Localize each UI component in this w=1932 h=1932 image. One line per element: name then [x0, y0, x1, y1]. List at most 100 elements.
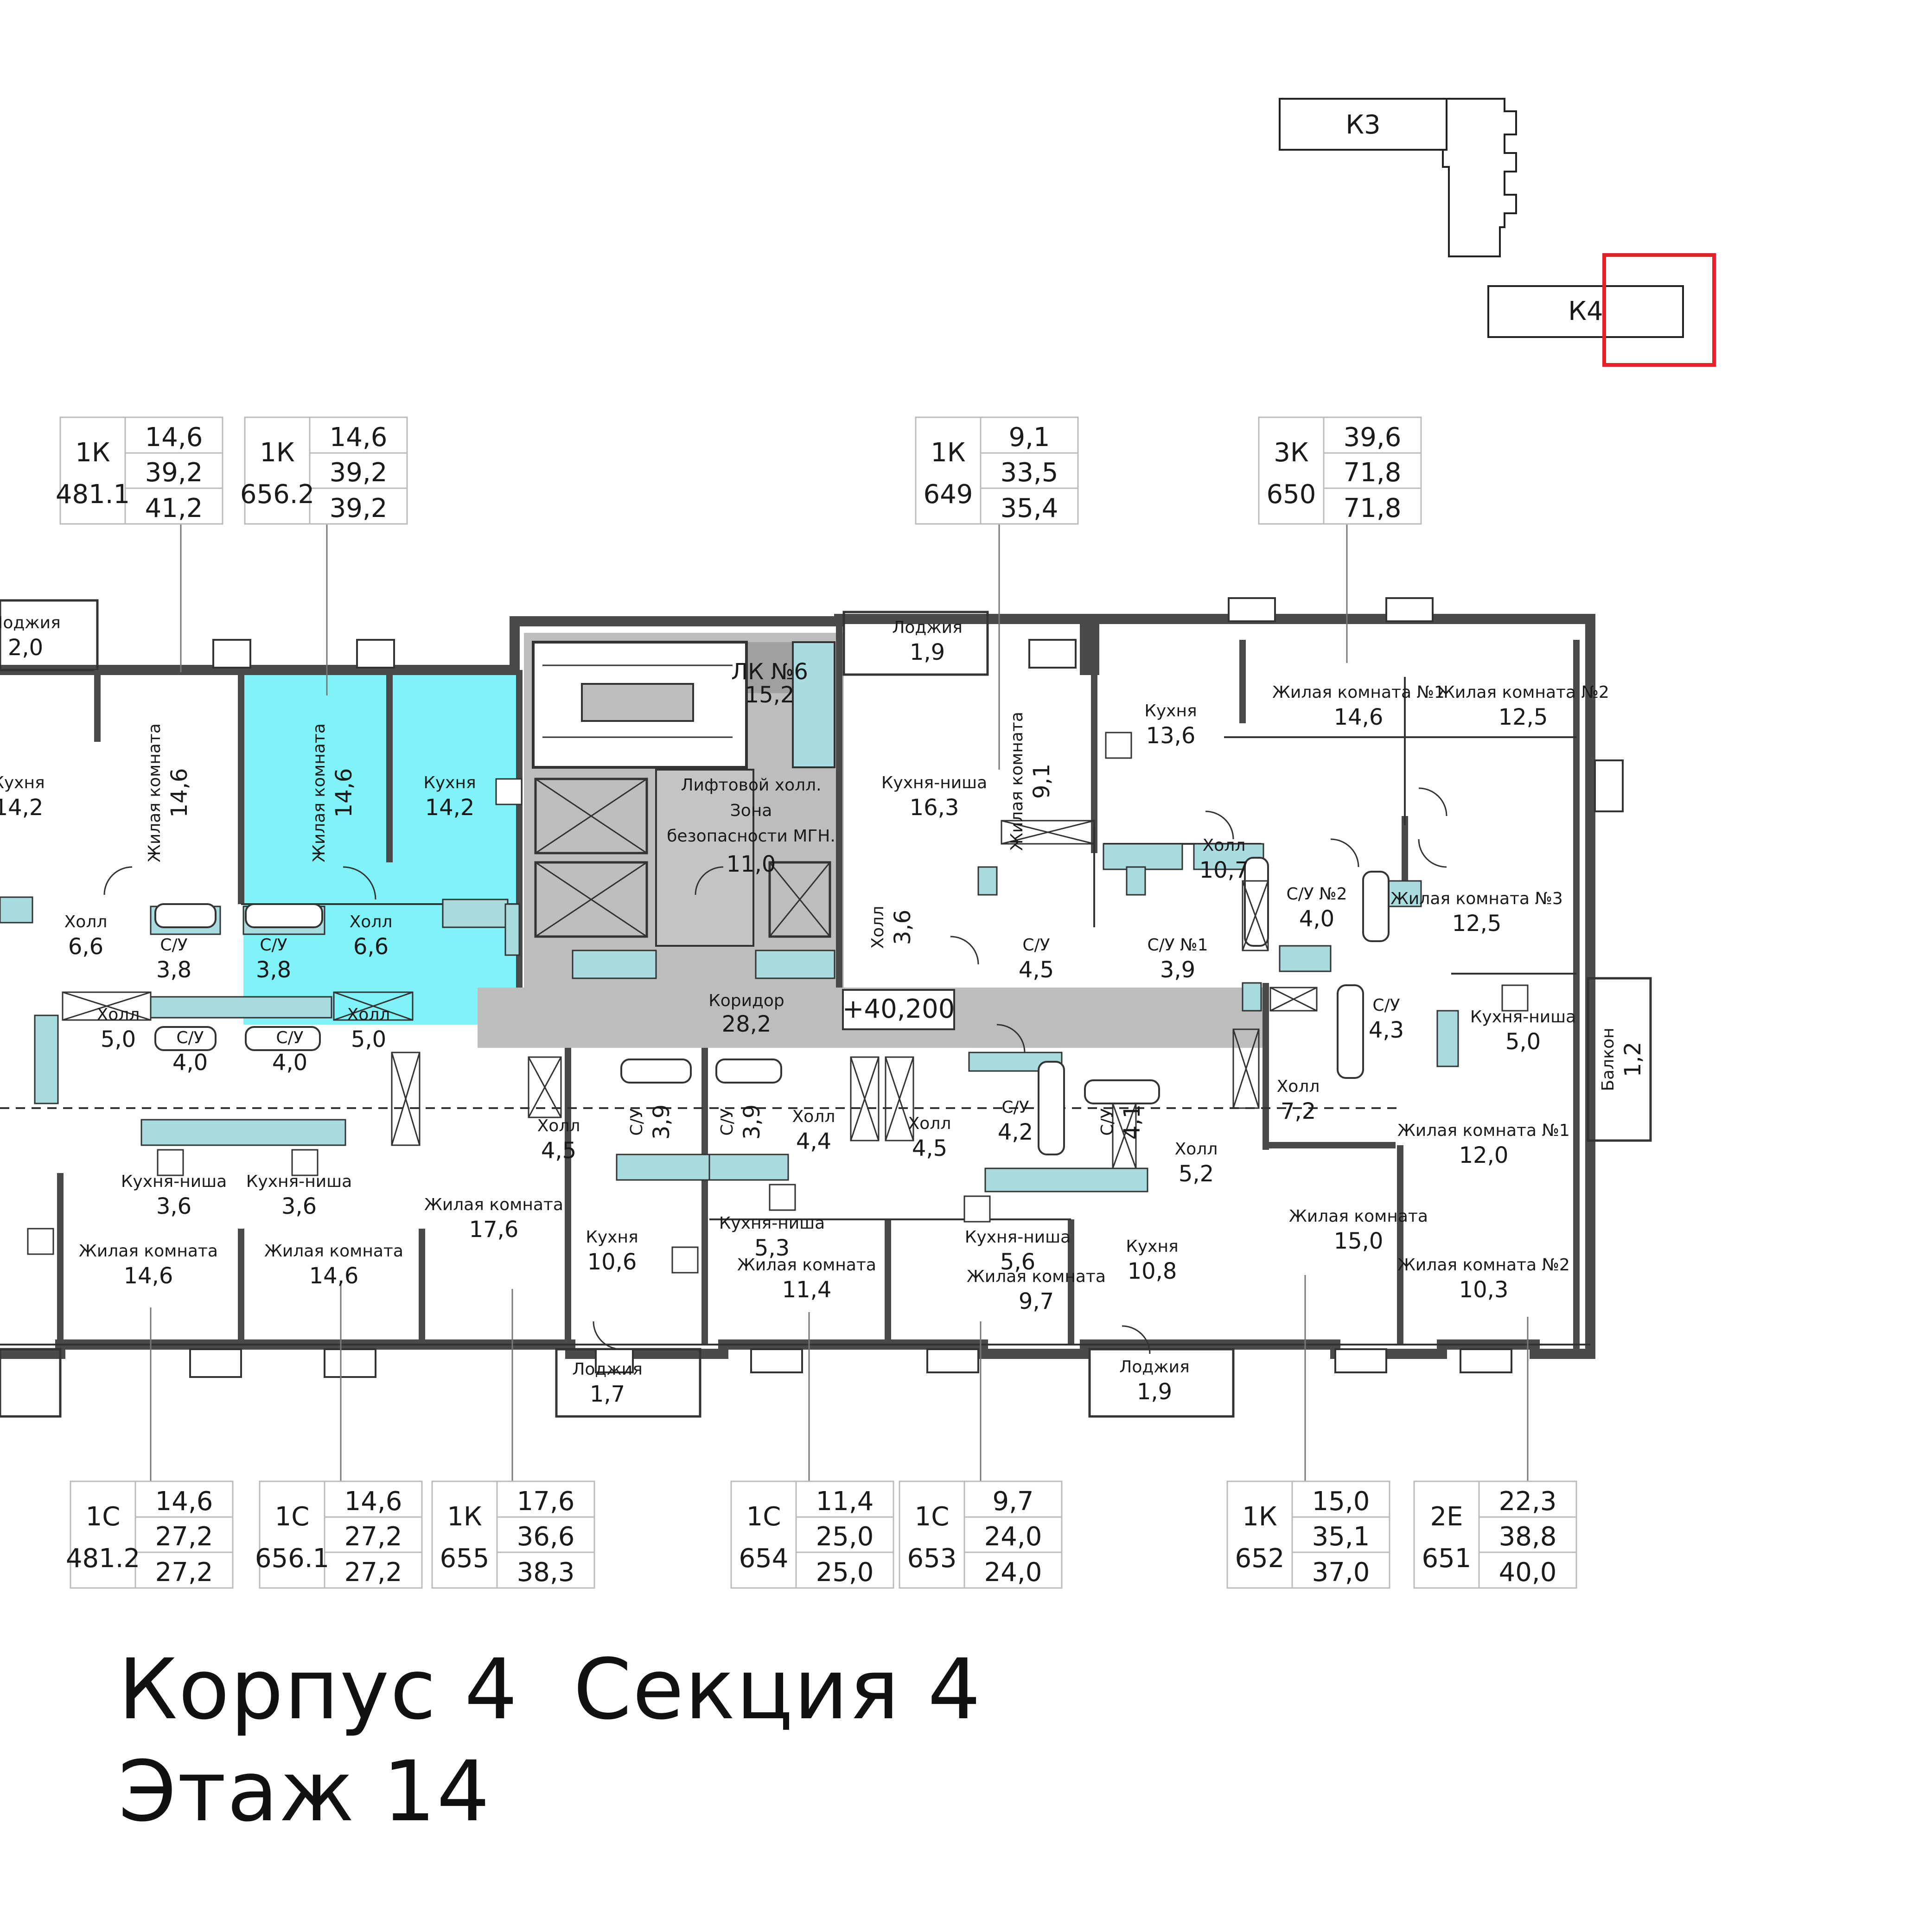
room-area: 14,6 — [309, 1263, 359, 1289]
room-name: Лоджия — [1119, 1358, 1189, 1377]
room-name: Балкон — [1599, 1027, 1618, 1091]
total-area: 27,2 — [155, 1522, 213, 1552]
area-with-balcony: 40,0 — [1499, 1557, 1557, 1588]
total-area: 35,1 — [1312, 1522, 1370, 1552]
apartment-type: 1К — [75, 438, 110, 468]
apartment-type: 1С — [86, 1502, 121, 1532]
room-label: С/У3,8 — [256, 936, 291, 983]
room-name: С/У №1 — [1148, 936, 1208, 955]
room-name: Лоджия — [892, 618, 962, 637]
room-name: Холл — [792, 1107, 835, 1126]
room-name: Холл — [1203, 836, 1246, 855]
room-name: Жилая комната №2 — [1437, 683, 1609, 702]
leader-lines — [150, 524, 1529, 1481]
room-name: Кухня — [1126, 1237, 1178, 1256]
room-area: 3,9 — [649, 1104, 675, 1140]
living-area: 9,1 — [1008, 422, 1050, 453]
room-name: Холл — [64, 912, 108, 931]
apartment-type: 1С — [275, 1502, 310, 1532]
apartment-number: 481.1 — [56, 479, 130, 510]
stair-area: 15,2 — [745, 682, 795, 708]
room-label: С/У4,3 — [1369, 996, 1404, 1043]
corridor-name: Коридор — [708, 991, 784, 1010]
room-name: Жилая комната №1 — [1397, 1121, 1570, 1140]
lift-hall-line2: Зона — [730, 801, 772, 820]
room-name: Кухня-ниша — [965, 1228, 1071, 1247]
room-area: 7,2 — [1281, 1098, 1316, 1124]
living-area: 39,6 — [1344, 422, 1402, 453]
room-area: 2,0 — [8, 635, 43, 661]
apartment-type: 1С — [746, 1502, 781, 1532]
room-name: С/У — [1372, 996, 1400, 1015]
room-label: Холл 5,2 — [1175, 1140, 1218, 1187]
page-title: Корпус 4 Секция 4 — [118, 1641, 982, 1738]
room-name: Кухня — [586, 1228, 638, 1247]
room-name: С/У — [718, 1108, 737, 1135]
room-area: 1,9 — [1137, 1379, 1172, 1405]
room-area: 3,6 — [156, 1193, 191, 1219]
section-name: Секция 4 — [573, 1641, 982, 1738]
room-name: Холл — [537, 1116, 580, 1135]
apartment-tables: 1К481.114,639,241,21К656.214,639,239,21К… — [56, 416, 1577, 1589]
room-name: С/У — [1098, 1108, 1117, 1135]
room-name: Жилая комната — [1007, 712, 1027, 851]
room-name: Жилая комната — [1289, 1207, 1428, 1226]
keyplan-k4-label: К4 — [1568, 296, 1603, 326]
room-area: 4,1 — [1119, 1104, 1145, 1140]
room-name: Жилая комната №1 — [1272, 683, 1445, 702]
room-name: Кухня-ниша — [719, 1214, 825, 1233]
room-label: С/У4,2 — [998, 1098, 1033, 1145]
room-area: 14,6 — [124, 1263, 173, 1289]
room-name: Холл — [1175, 1140, 1218, 1159]
room-area: 14,2 — [425, 795, 475, 821]
living-area: 14,6 — [330, 422, 388, 453]
room-area: 5,2 — [1179, 1161, 1214, 1187]
corridor-area-value: 28,2 — [722, 1011, 772, 1037]
room-area: 4,5 — [541, 1138, 576, 1164]
room-label: Кухня-ниша 5,6 — [965, 1228, 1071, 1275]
apartment-type: 1К — [447, 1502, 482, 1532]
apartment-type: 1К — [931, 438, 965, 468]
apartment-number: 653 — [907, 1543, 957, 1574]
area-with-balcony: 35,4 — [1001, 493, 1058, 523]
room-area: 5,6 — [1000, 1249, 1035, 1275]
room-area: 10,7 — [1199, 857, 1249, 883]
apartment-type: 1К — [260, 438, 294, 468]
level-mark: +40,200 — [842, 994, 955, 1024]
room-area: 14,6 — [1334, 704, 1384, 730]
room-area: 3,6 — [890, 910, 916, 945]
apartment-type: 3К — [1274, 438, 1308, 468]
room-name: С/У №2 — [1287, 885, 1347, 904]
room-area: 14,2 — [0, 795, 43, 821]
room-area: 12,5 — [1452, 911, 1502, 937]
total-area: 39,2 — [330, 458, 388, 488]
room-label: Жилая комната №2 12,5 — [1437, 683, 1609, 730]
apartment-number: 649 — [924, 479, 973, 510]
room-name: Холл — [350, 912, 393, 931]
room-area: 12,5 — [1498, 704, 1548, 730]
room-name: Жилая комната №3 — [1390, 889, 1563, 908]
room-name: Холл — [908, 1114, 951, 1133]
apartment-type: 2Е — [1430, 1502, 1463, 1532]
total-area: 71,8 — [1344, 458, 1402, 488]
room-area: 17,6 — [469, 1217, 519, 1243]
room-area: 3,8 — [156, 957, 191, 983]
stair-name: ЛК №6 — [731, 659, 808, 685]
area-with-balcony: 41,2 — [145, 493, 203, 523]
room-area: 5,0 — [101, 1027, 136, 1052]
living-area: 14,6 — [155, 1486, 213, 1517]
